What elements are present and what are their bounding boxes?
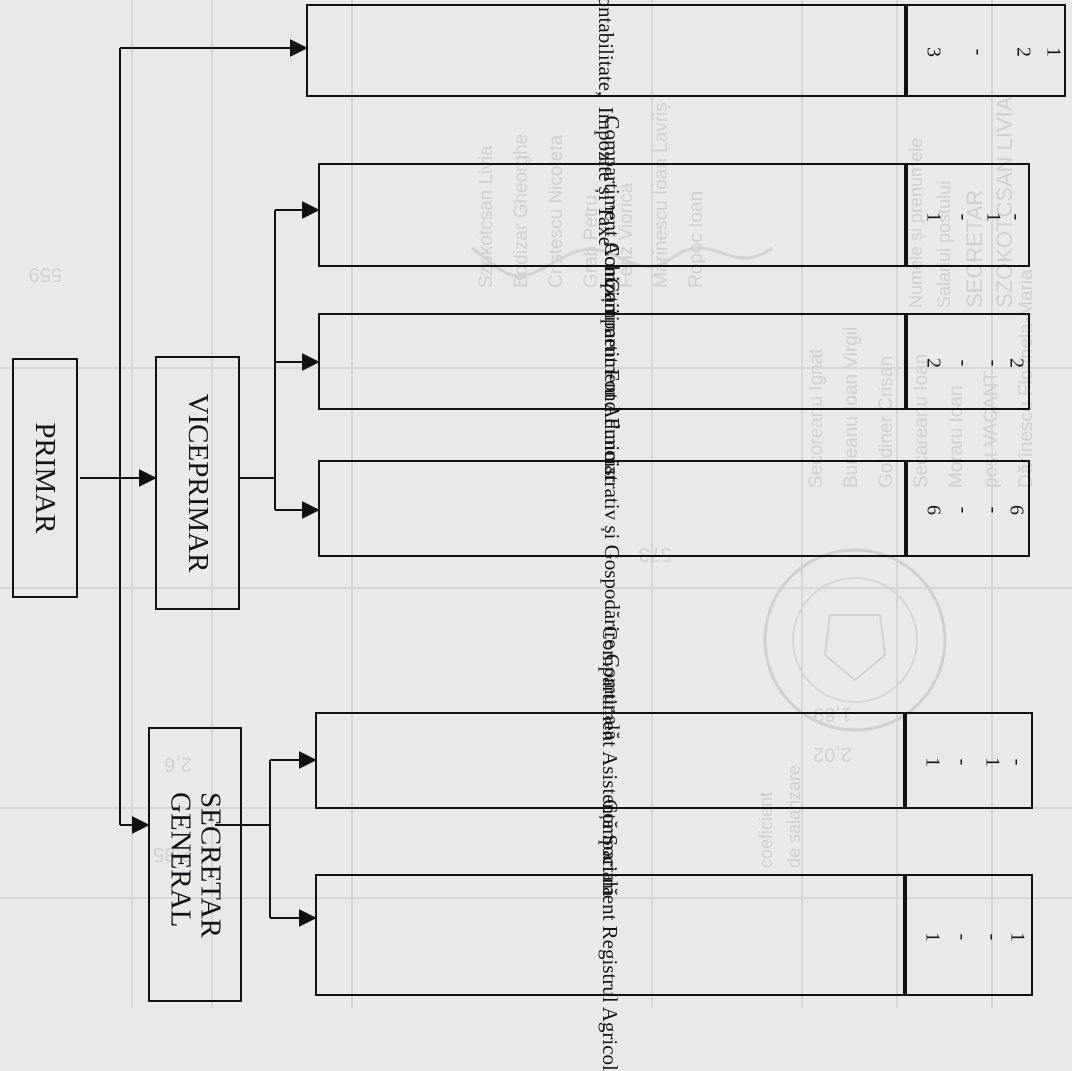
count-value: 1	[982, 212, 1005, 222]
dept-administrativ-box: Compartiment Administrativ și Gospodărir…	[318, 278, 906, 739]
bleedthrough-layer: coeficient de salarizare Numele și prenu…	[0, 0, 1072, 1008]
count-value: 6	[1005, 505, 1028, 515]
secretar-general-label: SECRETAR GENERAL	[164, 791, 227, 938]
dept-administrativ-counts: 6 - - 6	[906, 460, 1030, 557]
count-value: -	[981, 933, 1004, 941]
ghost-name: Bodizar Gheorghe	[511, 134, 532, 288]
count-value: 1	[1042, 47, 1065, 57]
ghost-value: 2,85	[153, 843, 192, 865]
primar-label: PRIMAR	[29, 422, 62, 534]
official-seal	[763, 548, 947, 732]
dept-contabilitate-counts: 3 - 2 1	[906, 4, 1066, 97]
ghost-name: Moraru Ioan	[946, 386, 967, 488]
count-value: -	[1005, 213, 1028, 221]
ghost-value: 559	[29, 263, 62, 285]
count-value: 1	[922, 212, 945, 222]
count-value: 2	[1012, 47, 1035, 57]
count-value: -	[952, 359, 975, 367]
ghost-name: Dărînescu Florinela-Maria	[1016, 269, 1037, 488]
dept-asistenta-sociala-box: Compartiment Asistență Socială	[315, 625, 905, 896]
ghost-handwriting	[471, 246, 773, 278]
count-value: 1	[1006, 932, 1029, 942]
count-value: -	[952, 213, 975, 221]
dept-asistenta-sociala-counts: 1 - 1 -	[905, 712, 1033, 809]
ghost-name: Grab Petru	[581, 195, 602, 288]
ghost-name: Cristescu Nicoleta	[546, 134, 567, 288]
dept-registrul-agricol-counts: 1 - - 1	[905, 874, 1033, 996]
viceprimar-label: VICEPRIMAR	[181, 393, 214, 573]
secretar-general-box: SECRETAR GENERAL	[148, 727, 242, 1002]
count-value: 2	[1005, 358, 1028, 368]
count-value: 1	[921, 932, 944, 942]
count-value: -	[951, 933, 974, 941]
ghost-name: post VACANT	[981, 371, 1002, 488]
ghost-name: Secoreanu Ignat	[806, 348, 827, 488]
ghost-value: 2,02	[813, 743, 852, 765]
ghost-signature-title: SECRETAR	[962, 190, 987, 308]
connector-lines	[80, 39, 320, 927]
ghost-name: Bureanu Ioan Virgil	[841, 327, 862, 488]
ghost-value: 2,6	[164, 753, 192, 775]
dept-contabilitate-box: Compartiment Contabilitate, Impozite și …	[306, 0, 906, 246]
count-value: -	[967, 48, 990, 56]
count-value: -	[952, 506, 975, 514]
ghost-value: 573	[639, 543, 672, 565]
ghost-name: Secareanu Ioan	[911, 354, 932, 488]
ghost-name: Goldiner Crisan	[876, 356, 897, 488]
ghost-value: 1,89	[813, 703, 852, 725]
count-value: -	[982, 506, 1005, 514]
viceprimar-box: VICEPRIMAR	[155, 356, 240, 610]
primar-box: PRIMAR	[12, 358, 78, 598]
ghost-name: Szokotcsan Livia	[476, 145, 497, 288]
ghost-header-2: de salarizare	[784, 765, 804, 868]
ghost-name: Marinescu Ioan Lavriș	[651, 102, 672, 288]
count-value: -	[1006, 758, 1029, 766]
count-value: -	[951, 758, 974, 766]
count-value: 2	[922, 358, 945, 368]
count-value: 6	[922, 505, 945, 515]
ghost-header-1: coeficient	[756, 792, 776, 868]
dept-registrul-agricol-box: Compartiment Registrul Agricol	[315, 799, 905, 1071]
count-value: -	[982, 359, 1005, 367]
count-value: 1	[921, 757, 944, 767]
dept-contabilitate-label: Compartiment Contabilitate, Impozite și …	[594, 0, 619, 246]
dept-fond-funciar-counts: 2 - - 2	[906, 313, 1030, 410]
dept-achizitii-counts: 1 - 1 -	[906, 163, 1030, 267]
ghost-signature-name: SZOKOTCSAN LIVIA	[992, 96, 1017, 308]
dept-achizitii-box: Compartiment Achiziții	[318, 116, 906, 314]
ghost-name: Ropoc Ioan	[686, 191, 707, 288]
dept-fond-funciar-box: Compartiment Fond Funciar	[318, 242, 906, 481]
count-value: 3	[922, 47, 945, 57]
count-value: 1	[981, 757, 1004, 767]
ghost-header-4: Salariul postului	[934, 181, 954, 308]
